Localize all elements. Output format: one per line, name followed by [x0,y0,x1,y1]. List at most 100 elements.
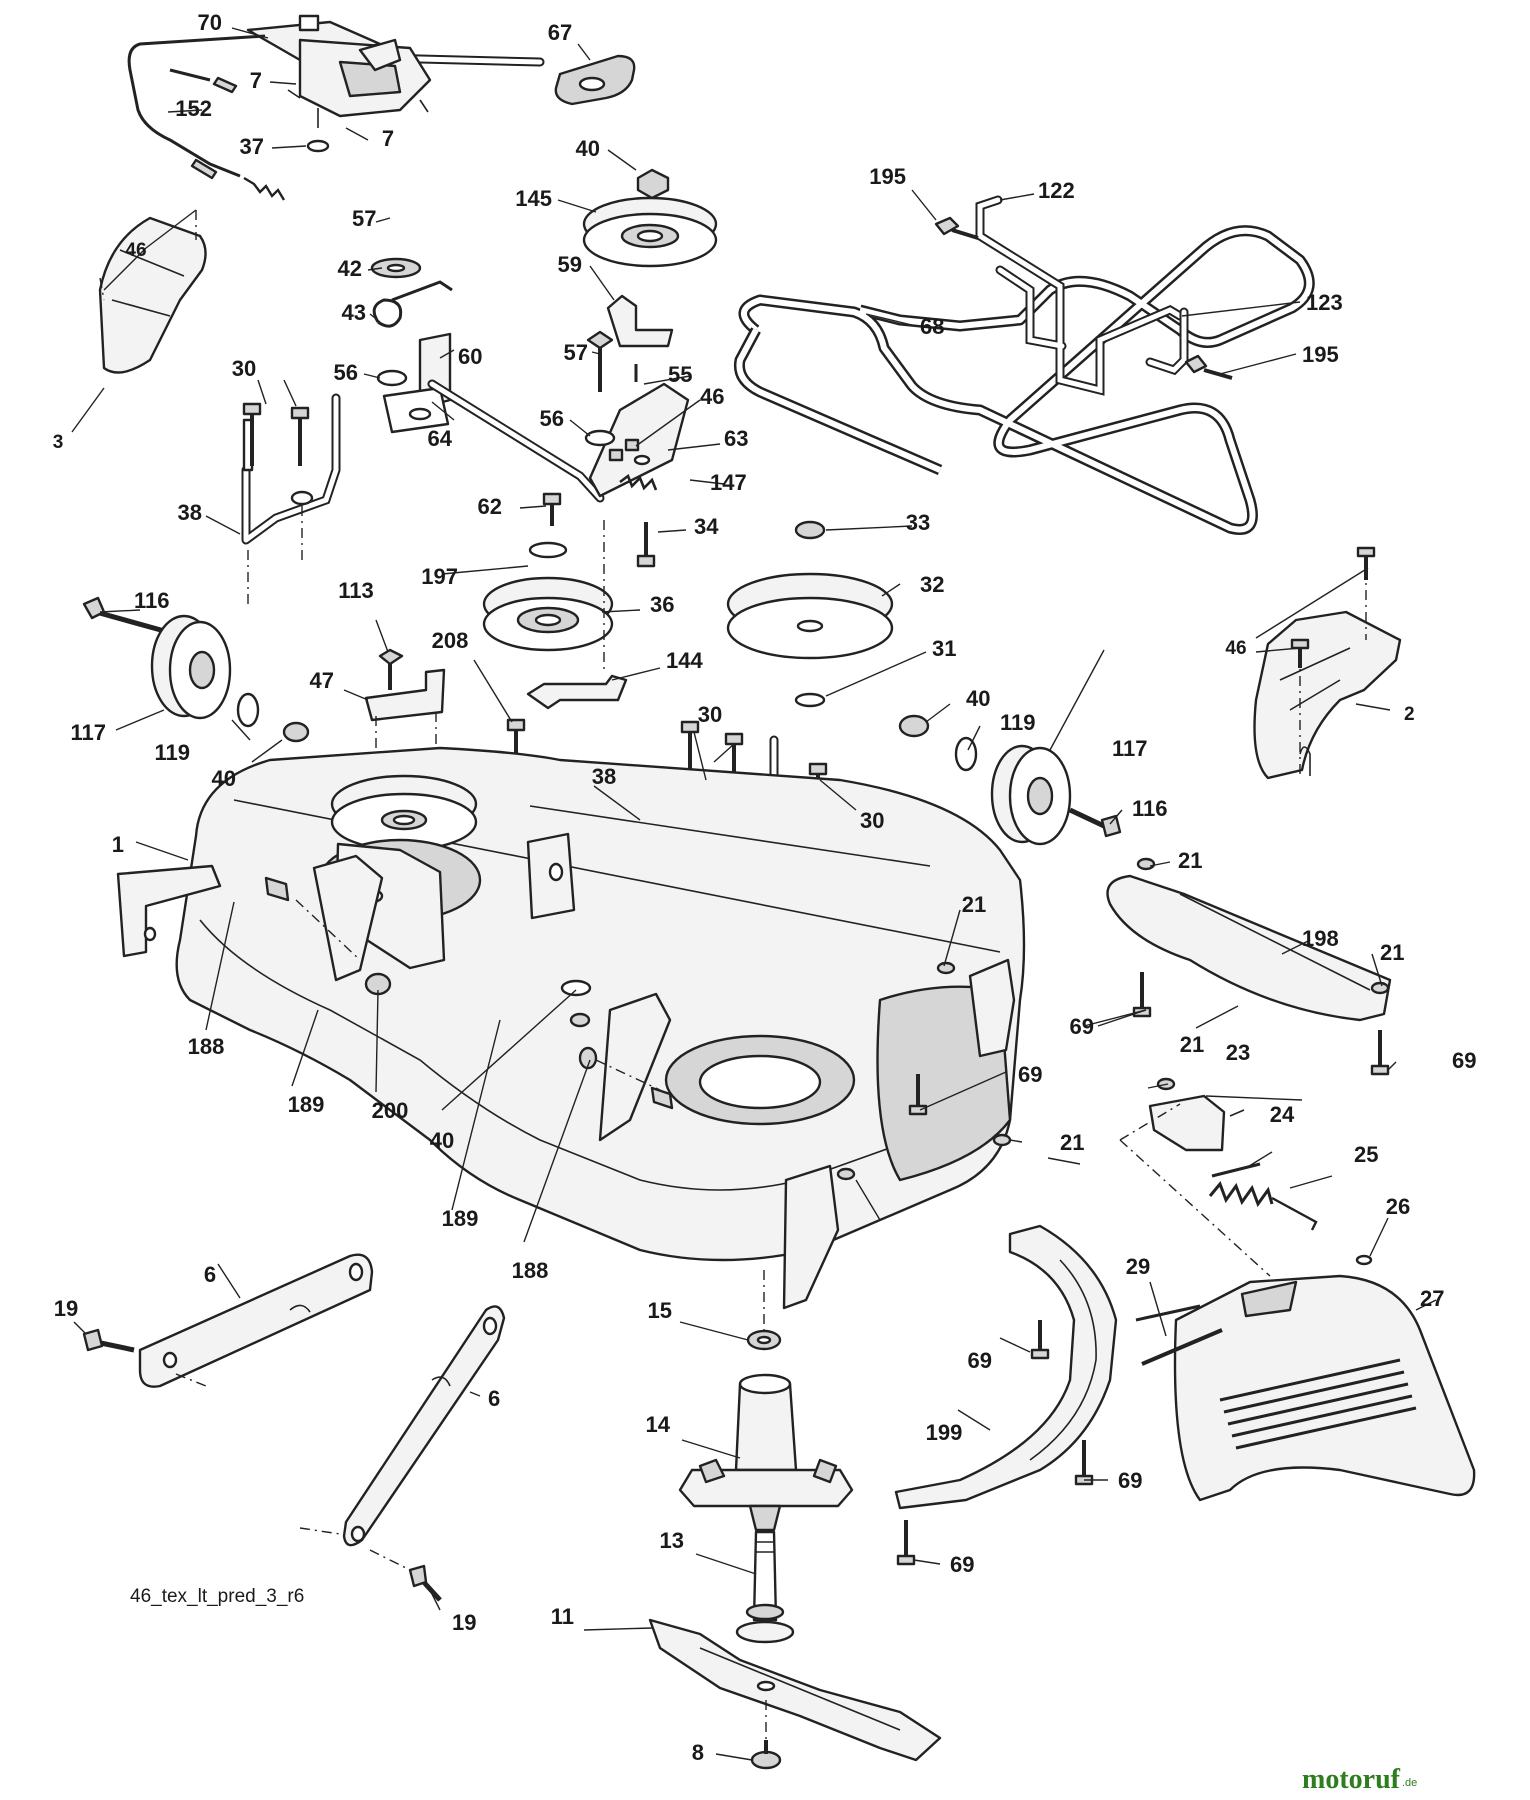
callout-46: 46 [1225,638,1246,659]
bracket-144 [526,674,628,710]
control-cable [127,34,286,201]
callout-11: 11 [551,1604,574,1629]
mower-deck [116,746,1026,1310]
callout-30: 30 [698,702,722,727]
spindle-stack [648,1270,942,1770]
drive-belt [733,225,1315,535]
callout-42: 42 [338,256,362,281]
callout-30: 30 [860,808,884,833]
callout-116: 116 [134,588,170,613]
deck-bracket-47 [364,648,446,760]
caster-wheel-right [898,714,1122,846]
callout-47: 47 [310,668,334,693]
mounting-arm-6-right [299,1305,506,1602]
hinge-rod-29 [1141,1328,1223,1366]
callout-117: 117 [1112,736,1148,761]
callout-14: 14 [646,1412,671,1437]
depth-rod-left [241,393,341,605]
callout-13: 13 [660,1528,684,1553]
leader-lines [71,27,1437,1761]
callout-6: 6 [204,1262,216,1287]
watermark-brand: motoruf [1302,1764,1401,1795]
belt-guard-59 [606,294,674,348]
belt-cover-left [98,210,207,374]
callout-19: 19 [452,1610,476,1635]
idler-bracket-stack [370,257,453,434]
mounting-arm-6-left [82,1253,374,1388]
callout-8: 8 [692,1740,704,1765]
callout-38: 38 [592,764,616,789]
callout-23: 23 [1226,1040,1250,1065]
callout-40: 40 [430,1128,454,1153]
callout-189: 189 [288,1092,325,1117]
callout-29: 29 [1126,1254,1150,1279]
callout-119: 119 [155,740,191,765]
callout-7: 7 [382,126,394,151]
callout-21: 21 [1380,940,1404,965]
callout-208: 208 [432,628,469,653]
idler-pulley-145 [582,168,718,268]
callout-7: 7 [250,68,262,93]
callout-24: 24 [1270,1102,1295,1127]
callout-57: 57 [352,206,376,231]
callout-57: 57 [564,340,588,365]
callout-69: 69 [1070,1014,1094,1039]
callout-32: 32 [920,572,944,597]
callout-63: 63 [724,426,748,451]
callout-27: 27 [1420,1286,1444,1311]
chute-bracket-23 [1119,1077,1318,1277]
callout-40: 40 [212,766,236,791]
callout-152: 152 [175,96,212,121]
callout-195: 195 [869,164,906,189]
callout-55: 55 [668,362,692,387]
callout-37: 37 [240,134,264,159]
callout-147: 147 [710,470,747,495]
callout-64: 64 [428,426,453,451]
callout-145: 145 [515,186,552,211]
callout-56: 56 [540,406,564,431]
callout-69: 69 [950,1552,974,1577]
callout-21: 21 [1180,1032,1204,1057]
callout-2: 2 [1404,704,1415,725]
callout-1: 1 [112,832,124,857]
callout-70: 70 [198,10,222,35]
callout-195: 195 [1302,342,1339,367]
callout-69: 69 [968,1348,992,1373]
callout-25: 25 [1354,1142,1378,1167]
callout-21: 21 [1178,848,1202,873]
drawing-id: 46_tex_lt_pred_3_r6 [130,1586,304,1607]
callout-59: 59 [558,252,582,277]
callout-21: 21 [962,892,986,917]
callout-189: 189 [442,1206,479,1231]
baffle-199 [894,1224,1118,1566]
callout-26: 26 [1386,1194,1410,1219]
callout-46: 46 [125,240,146,261]
callout-40: 40 [966,686,990,711]
callout-116: 116 [1132,796,1168,821]
callout-19: 19 [54,1296,78,1321]
caster-wheel-left [82,596,310,743]
callout-119: 119 [1000,710,1036,735]
callout-21: 21 [1060,1130,1084,1155]
lift-bracket-assembly [246,14,545,128]
spindle-pulley-32 [726,520,894,708]
callout-144: 144 [666,648,703,673]
callout-198: 198 [1302,926,1339,951]
callout-123: 123 [1306,290,1343,315]
belt-cover-right [1253,546,1402,780]
callout-43: 43 [342,300,366,325]
callout-33: 33 [906,510,930,535]
callout-34: 34 [694,514,719,539]
callout-199: 199 [926,1420,963,1445]
callout-56: 56 [334,360,358,385]
callout-200: 200 [372,1098,409,1123]
callout-188: 188 [512,1258,549,1283]
callout-197: 197 [421,564,458,589]
callout-36: 36 [650,592,674,617]
parts-artwork [82,14,1476,1770]
idler-pulley-36 [482,520,614,670]
callout-40: 40 [576,136,600,161]
callout-69: 69 [1118,1468,1142,1493]
callout-117: 117 [71,720,107,745]
